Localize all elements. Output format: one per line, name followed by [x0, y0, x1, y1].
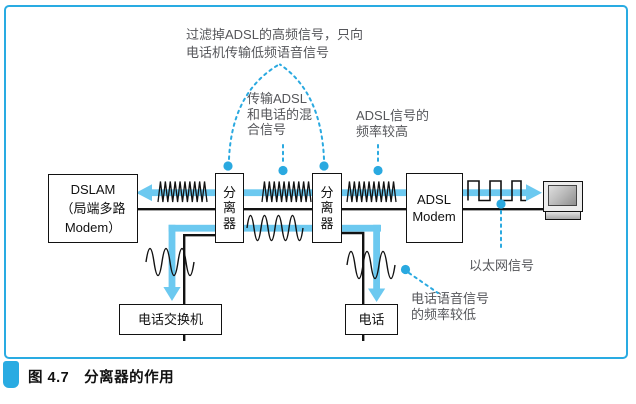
phone-box: 电话 [345, 304, 398, 335]
note-voice-low-freq: 电话语音信号 的频率较低 [411, 291, 490, 322]
caption-marker [3, 361, 19, 388]
phone-label: 电话 [358, 311, 385, 327]
figure-caption: 图 4.7 分离器的作用 [28, 370, 175, 386]
adsl-modem-box: ADSL Modem [405, 173, 463, 243]
splitter-right-box: 分离器 [312, 173, 342, 243]
dslam-box: DSLAM （局端多路 Modem） [48, 174, 138, 243]
crt-monitor-icon [543, 181, 584, 223]
splitter-right-label: 分离器 [320, 184, 334, 231]
monitor-base [545, 211, 581, 220]
dslam-label: DSLAM （局端多路 Modem） [60, 182, 126, 235]
note-ethernet-signal: 以太网信号 [469, 258, 535, 273]
note-mixed-signal: 传输ADSL 和电话的混 合信号 [247, 91, 313, 137]
monitor-screen [548, 185, 577, 206]
note-adsl-high-freq: ADSL信号的 频率较高 [356, 108, 429, 139]
adsl-modem-label: ADSL Modem [412, 192, 456, 224]
phone-switch-box: 电话交换机 [119, 304, 222, 335]
splitter-left-label: 分离器 [222, 184, 236, 231]
phone-switch-label: 电话交换机 [137, 311, 203, 327]
note-filter: 过滤掉ADSL的高频信号，只向 电话机传输低频语音信号 [186, 27, 363, 60]
splitter-left-box: 分离器 [215, 173, 244, 243]
